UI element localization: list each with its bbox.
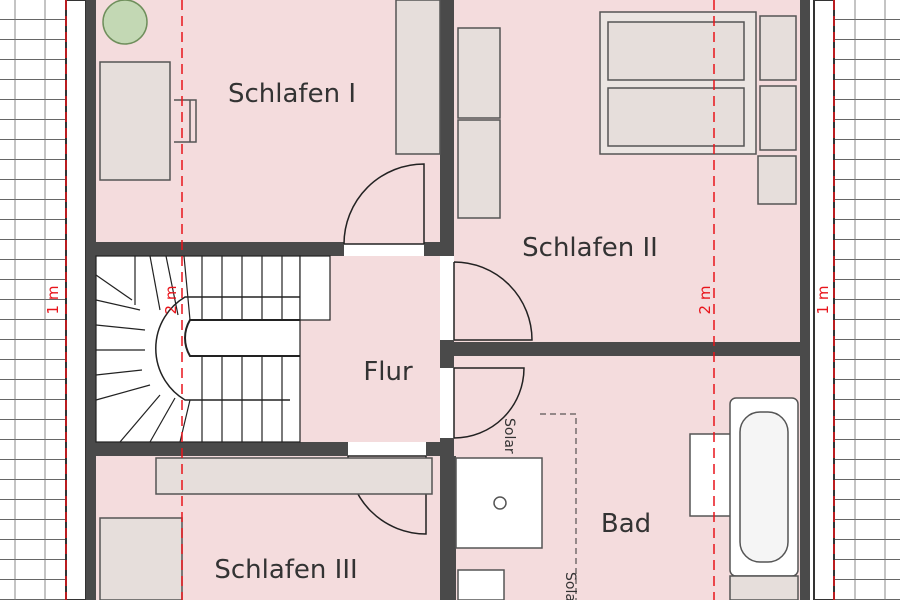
bathtub-inner	[739, 411, 789, 563]
wall-bad-left	[446, 456, 456, 600]
wall-center-mid	[440, 340, 454, 368]
wall-s2-bottom	[454, 342, 800, 356]
furniture	[99, 0, 799, 600]
dim-right-inner: 2 m	[696, 286, 714, 315]
solar-label-2: Solar	[562, 572, 578, 600]
staircase	[95, 255, 331, 443]
outer-wall-left	[65, 0, 87, 600]
stair-walkline	[155, 296, 320, 401]
wall-s1-bottom-left	[96, 242, 344, 256]
wall-s1-bottom-right	[424, 242, 440, 256]
wall-s3-top-right	[426, 442, 440, 456]
door-schlafen-1	[343, 163, 425, 245]
label-bad: Bad	[601, 509, 651, 539]
wall-left-outer	[86, 0, 96, 600]
sideboard-schlafen-3	[155, 457, 433, 495]
solar-label-1: Solar	[501, 418, 517, 454]
label-schlafen-3: Schlafen III	[214, 555, 357, 585]
dimension-lines	[65, 0, 835, 600]
pillow-2	[607, 87, 745, 147]
solar-frame	[540, 413, 577, 600]
plant	[102, 0, 148, 45]
pillow-1	[607, 21, 745, 81]
door-schlafen-2	[453, 261, 533, 341]
label-flur: Flur	[363, 357, 413, 387]
wardrobe-schlafen-1	[395, 0, 441, 155]
door-bad	[453, 367, 525, 439]
dim-left-inner: 2 m	[162, 286, 180, 315]
wall-center-top	[440, 0, 454, 256]
nightstand-bottom	[759, 85, 797, 151]
desk-schlafen-1	[99, 61, 171, 181]
desk-schlafen-3	[99, 517, 183, 600]
bath-step	[729, 575, 799, 600]
roof-right	[834, 0, 900, 600]
stair-landing-rail	[299, 255, 331, 321]
nightstand-small	[757, 155, 797, 205]
nightstand-top	[759, 15, 797, 81]
wall-s3-top-left	[96, 442, 348, 456]
stair-steps-bottom	[95, 349, 283, 443]
stair-block	[95, 255, 301, 443]
cabinet-schlafen-2	[457, 119, 501, 219]
chair-schlafen-1	[174, 99, 197, 143]
stair-steps-top	[95, 255, 283, 331]
wall-right-outer	[800, 0, 810, 600]
shelf-schlafen-2	[457, 27, 501, 119]
sink-cabinet	[457, 569, 505, 600]
label-schlafen-2: Schlafen II	[522, 233, 658, 263]
stair-eye	[184, 319, 300, 357]
label-schlafen-1: Schlafen I	[228, 79, 356, 109]
shower-drain	[493, 496, 507, 510]
roof-left	[0, 0, 66, 600]
dim-right-outer: 1 m	[814, 286, 832, 315]
outer-wall-right	[813, 0, 835, 600]
dim-left-outer: 1 m	[44, 286, 62, 315]
